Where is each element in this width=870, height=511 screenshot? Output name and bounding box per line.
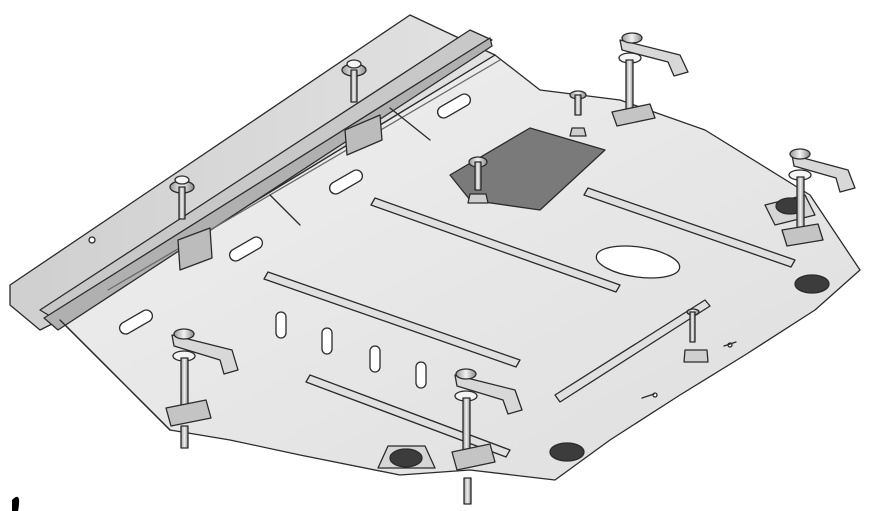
bend-line — [59, 319, 171, 431]
bracket-right — [781, 148, 856, 247]
lip-edge — [43, 37, 493, 331]
cutout-bolt — [467, 156, 489, 204]
bracket-left — [165, 328, 239, 449]
corner-mark — [12, 496, 20, 511]
bracket-top-right — [611, 32, 689, 127]
inner-brackets — [177, 114, 383, 271]
main-plate — [59, 54, 861, 481]
front-slots — [118, 93, 472, 335]
rib-fixing — [683, 308, 709, 363]
crease-line — [107, 59, 501, 291]
edge-dashes — [641, 341, 737, 399]
vent-slots — [275, 311, 427, 389]
ribs — [263, 107, 796, 458]
rubber-plugs — [377, 194, 830, 469]
oval-hole — [595, 245, 681, 279]
strip-bolts — [169, 59, 587, 220]
bracket-bottom — [451, 368, 523, 505]
cutout-window — [449, 127, 606, 211]
